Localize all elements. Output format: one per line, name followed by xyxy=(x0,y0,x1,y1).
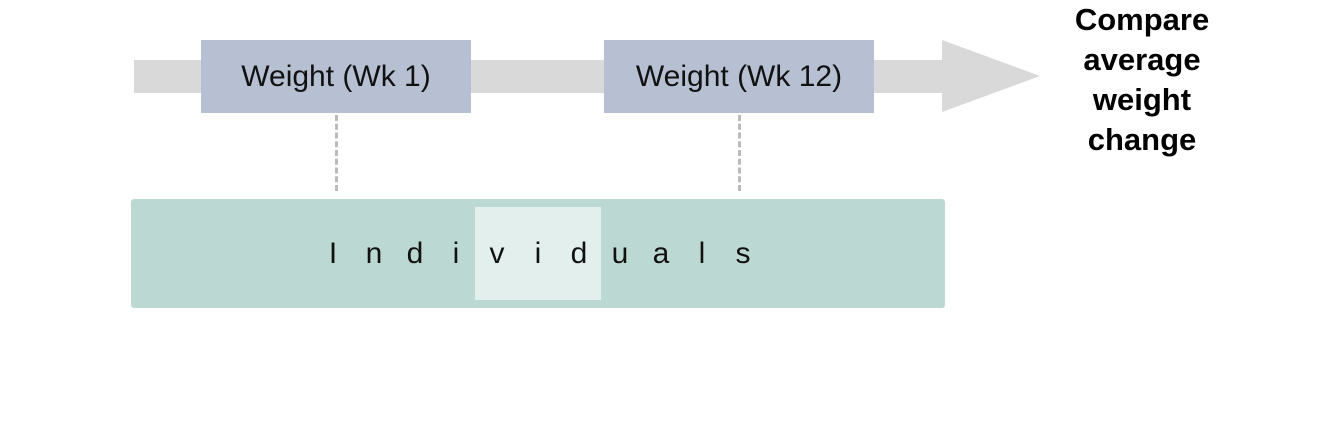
timepoint-week-12-label: Weight (Wk 12) xyxy=(635,59,843,93)
timepoint-week-12-box: Weight (Wk 12) xyxy=(604,40,874,113)
individuals-label-letter: d xyxy=(406,236,424,270)
individuals-label-letter: n xyxy=(365,236,383,270)
individuals-label-letter: d xyxy=(570,236,588,270)
individuals-label-letter: s xyxy=(735,236,751,270)
individuals-label-letter: l xyxy=(698,236,706,270)
timeline-arrow-head xyxy=(942,40,1040,112)
individuals-label-letter: v xyxy=(489,236,505,270)
outcome-line-4: change xyxy=(1087,122,1197,157)
individuals-highlight xyxy=(475,207,601,300)
outcome-line-1: Compare xyxy=(1074,2,1210,37)
individuals-label-letter: u xyxy=(611,236,629,270)
timepoint-week-1-label: Weight (Wk 1) xyxy=(241,59,431,93)
individuals-label-letter: a xyxy=(652,236,670,270)
outcome-line-3: weight xyxy=(1092,82,1192,117)
outcome-line-2: average xyxy=(1083,42,1201,77)
individuals-label-letter: I xyxy=(328,236,338,270)
dashed-connector-week-12 xyxy=(738,115,741,191)
timepoint-week-1-box: Weight (Wk 1) xyxy=(201,40,471,113)
individuals-label-letter: i xyxy=(452,236,460,270)
outcome-text: Compare average weight change xyxy=(1050,0,1234,160)
individuals-label-letter: i xyxy=(534,236,542,270)
dashed-connector-week-1 xyxy=(335,115,338,191)
